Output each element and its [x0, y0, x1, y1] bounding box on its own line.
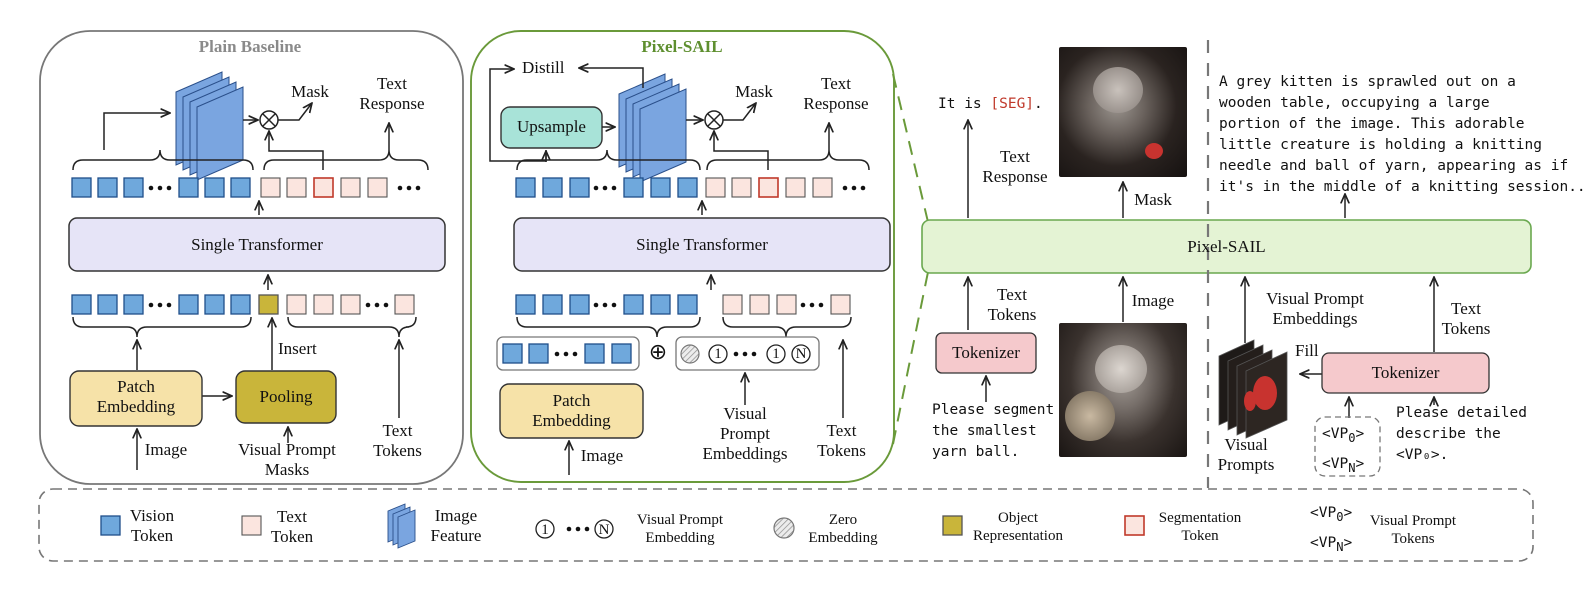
plus-icon: ⊕	[648, 339, 668, 364]
pixel-sail-block	[921, 219, 1532, 274]
plain-baseline-title: Plain Baseline	[198, 37, 302, 56]
patch-embedding-sail	[499, 383, 644, 439]
plain-transformer-label: Single Transformer	[191, 235, 323, 254]
plain-baseline-frame	[39, 30, 464, 485]
circled-one-label: 1	[714, 346, 722, 362]
token-row-sail-bottom	[515, 294, 851, 315]
plain-image-label: Image	[144, 440, 188, 459]
legend-object-swatch	[942, 515, 963, 536]
distill-label: Distill	[522, 58, 565, 77]
tokenizer-right-label: Tokenizer	[1371, 363, 1440, 382]
token-row-plain-bottom	[71, 294, 415, 315]
zero-embedding-icon	[680, 344, 700, 364]
kitten-input-image	[1059, 323, 1187, 457]
pooling-box	[235, 370, 337, 424]
tokenizer-left	[935, 332, 1037, 374]
sail-transformer-label: Single Transformer	[636, 235, 768, 254]
legend-feature-swatch	[387, 503, 416, 549]
braces-plain-top	[72, 149, 429, 171]
pixel-sail-frame	[470, 30, 895, 483]
right-image-label: Image	[1131, 291, 1175, 310]
legend-text-swatch	[241, 515, 262, 536]
image-feature-stack-plain	[175, 71, 244, 181]
vision-embedding-group	[496, 336, 640, 371]
pixel-sail-title: Pixel-SAIL	[641, 37, 723, 56]
fill-label: Fill	[1295, 341, 1319, 360]
sail-image-label: Image	[580, 446, 624, 465]
multiply-op-sail	[704, 110, 724, 130]
braces-sail-top	[516, 149, 870, 171]
legend-zero-swatch	[773, 517, 795, 539]
legend-circled-one: 1	[541, 522, 549, 538]
braces-sail-bottom	[516, 316, 852, 338]
plain-mask-label: Mask	[291, 82, 329, 101]
legend-vision-swatch	[100, 515, 121, 536]
vp-tokens-box	[1314, 416, 1381, 477]
upsample-label: Upsample	[517, 117, 586, 136]
pooling-label: Pooling	[259, 387, 313, 406]
multiply-op-plain	[259, 110, 279, 130]
token-row-sail-top	[515, 177, 866, 198]
legend-frame	[38, 488, 1534, 562]
description-output-text: A grey kitten is sprawled out on a woode…	[1219, 74, 1586, 195]
legend-vp-tokens: <VP0><VPN>	[1310, 505, 1353, 554]
tokenizer-right	[1321, 352, 1490, 394]
zoom-lines	[892, 73, 929, 445]
model-output-text: It is [SEG].	[938, 96, 1043, 112]
vp-tokens-text: <VP0><VPN>	[1322, 426, 1365, 475]
legend-seg-swatch	[1124, 515, 1145, 536]
prompt-embedding-group	[675, 336, 820, 371]
insert-label: Insert	[278, 339, 317, 358]
braces-plain-bottom	[72, 316, 417, 338]
tokenizer-left-label: Tokenizer	[952, 343, 1020, 362]
single-transformer-sail	[513, 217, 891, 272]
right-mask-label: Mask	[1134, 190, 1172, 209]
visual-prompts-stack	[1218, 339, 1288, 439]
legend-circled-n: N	[598, 522, 610, 538]
circled-n-label: N	[795, 346, 807, 362]
token-row-plain-top	[71, 177, 421, 198]
single-transformer-plain	[68, 217, 446, 272]
image-feature-stack-sail	[618, 73, 687, 183]
circled-one-label-2: 1	[772, 346, 780, 362]
pixel-sail-block-label: Pixel-SAIL	[1187, 237, 1266, 256]
patch-embedding-plain	[69, 370, 203, 427]
kitten-mask-image	[1059, 47, 1187, 177]
sail-mask-label: Mask	[735, 82, 773, 101]
